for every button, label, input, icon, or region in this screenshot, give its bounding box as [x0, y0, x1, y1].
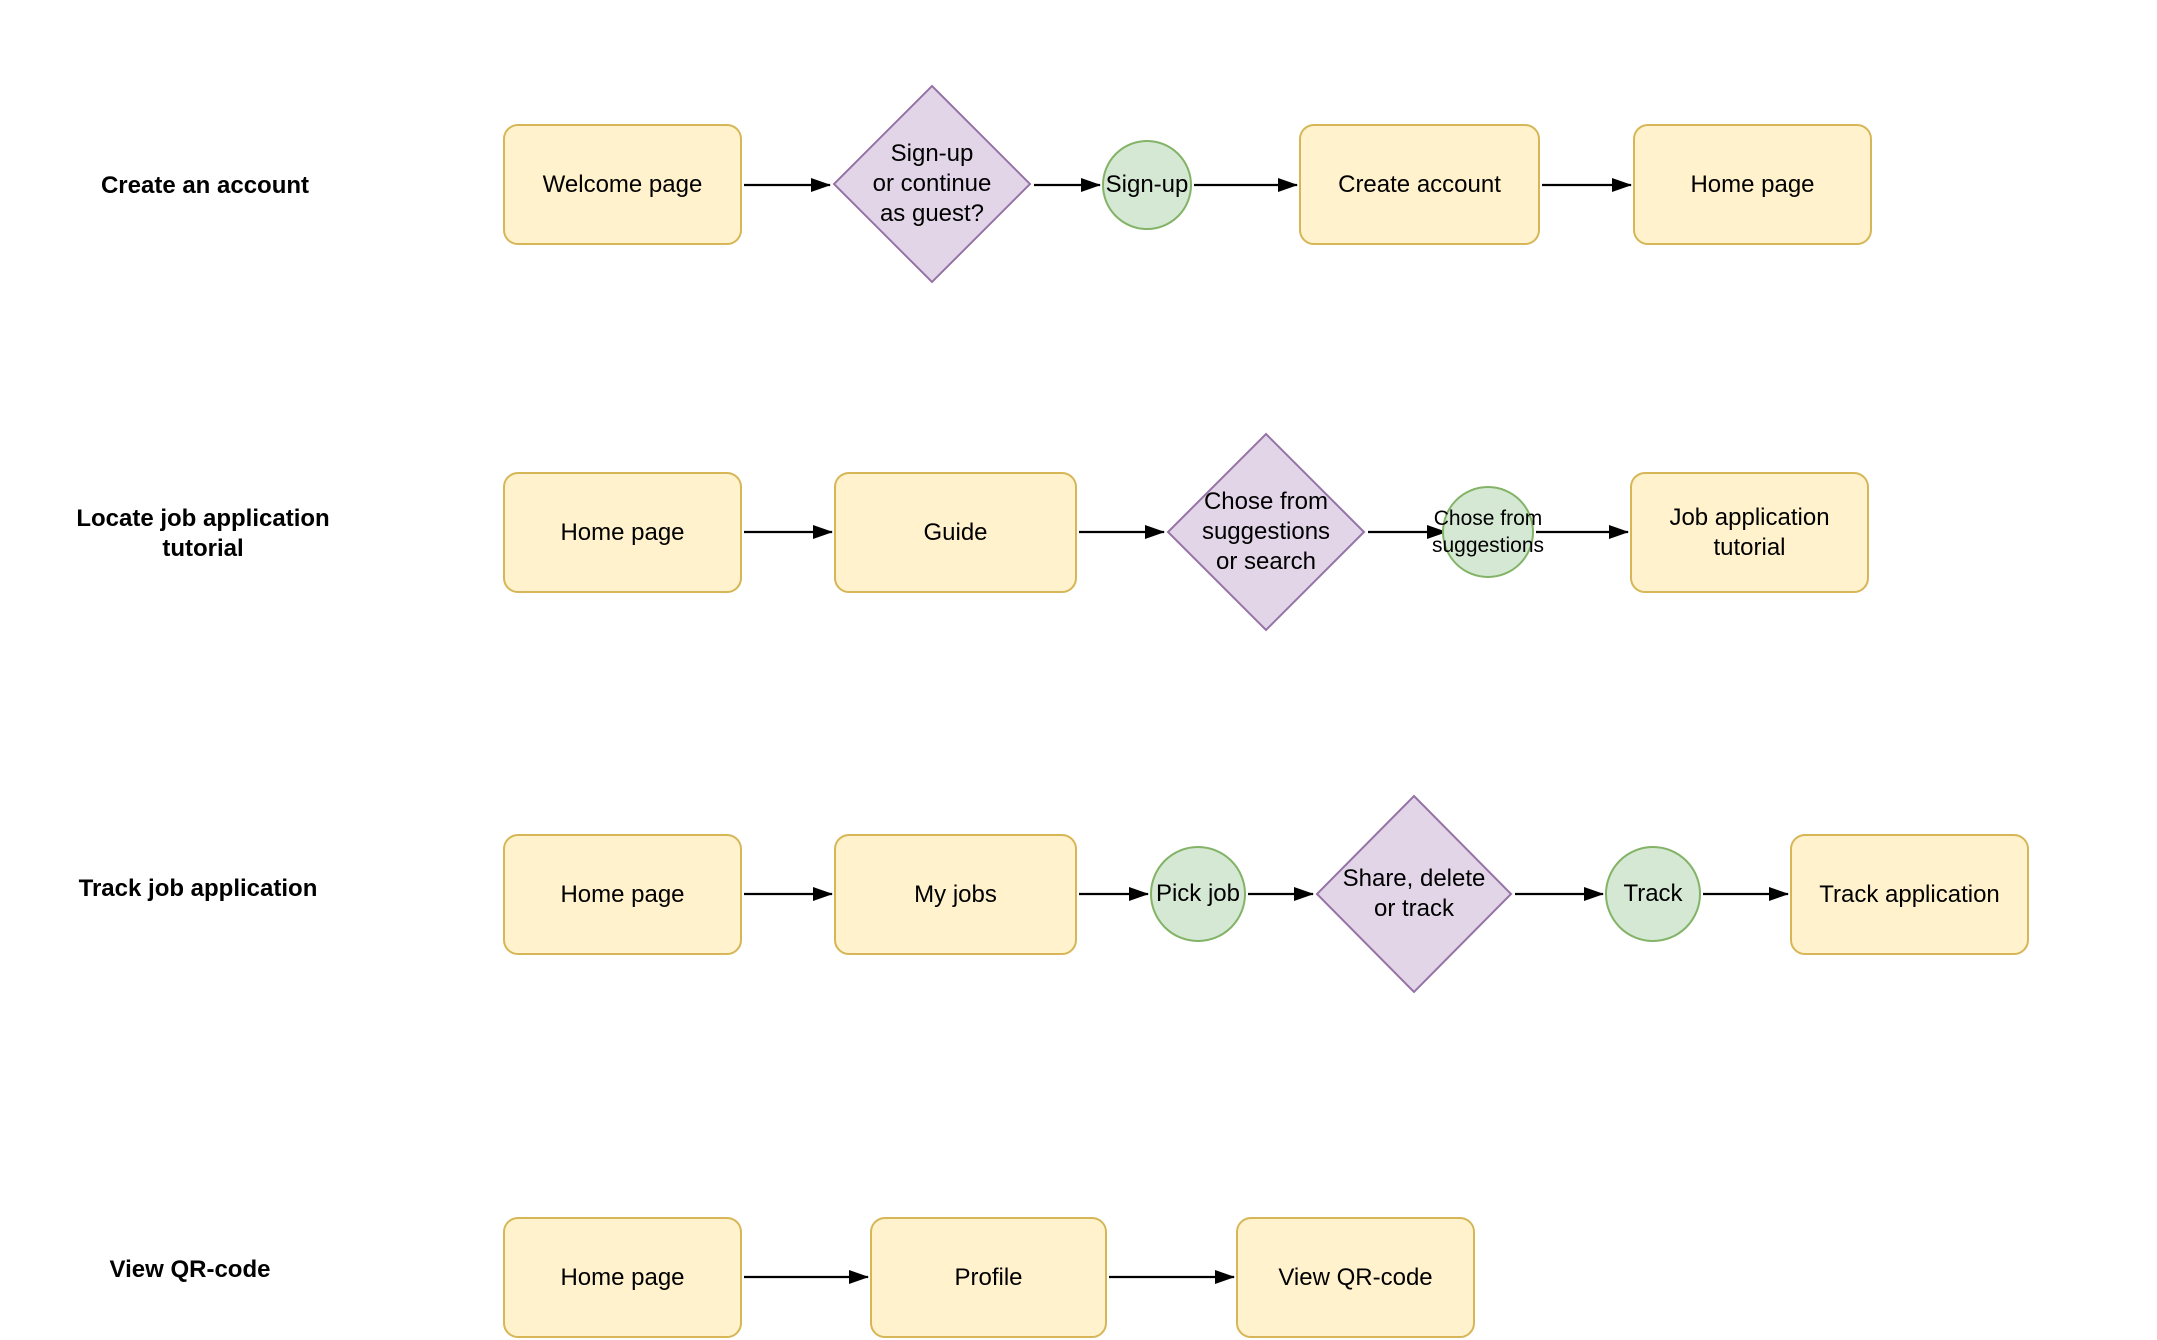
node-home-page: Home page — [503, 1217, 742, 1338]
node-track-application: Track application — [1790, 834, 2029, 955]
node-label: Pick job — [1155, 880, 1241, 907]
node-home-page: Home page — [503, 834, 742, 955]
node-home-page: Home page — [503, 472, 742, 593]
node-welcome-page: Welcome page — [503, 124, 742, 245]
node-label: Home page — [560, 1263, 685, 1291]
node-profile: Profile — [870, 1217, 1107, 1338]
flow-label-track-application: Track job application — [78, 875, 318, 902]
node-my-jobs: My jobs — [834, 834, 1077, 955]
node-label: Track — [1623, 880, 1683, 907]
node-label: Sign-up or continue as guest? — [872, 140, 992, 227]
node-label: Create account — [1338, 170, 1501, 198]
node-label: My jobs — [914, 880, 997, 908]
node-label: Home page — [1690, 170, 1815, 198]
action-signup: Sign-up — [1102, 140, 1192, 230]
node-create-account: Create account — [1299, 124, 1540, 245]
node-label: Chose from suggestions — [1431, 507, 1545, 557]
node-label: Job application tutorial — [1669, 503, 1830, 561]
node-label: Profile — [954, 1263, 1023, 1291]
action-pick-job: Pick job — [1150, 846, 1246, 942]
node-guide: Guide — [834, 472, 1077, 593]
node-view-qr-code: View QR-code — [1236, 1217, 1475, 1338]
diamond-shape — [1166, 432, 1366, 632]
flow-label-locate-tutorial: Locate job application tutorial — [76, 505, 330, 562]
node-label: Track application — [1819, 880, 2000, 908]
diamond-shape — [832, 84, 1032, 284]
diamond-shape — [1315, 794, 1513, 994]
flow-label-create-account: Create an account — [100, 172, 310, 199]
node-label: Welcome page — [542, 170, 703, 198]
node-label: Home page — [560, 518, 685, 546]
node-label: Sign-up — [1105, 171, 1189, 198]
node-label: Guide — [923, 518, 988, 546]
decision-share-delete-track: Share, delete or track — [1315, 794, 1513, 994]
decision-signup-or-guest: Sign-up or continue as guest? — [832, 84, 1032, 284]
action-track: Track — [1605, 846, 1701, 942]
flow-label-view-qr-code: View QR-code — [109, 1256, 271, 1283]
node-home-page: Home page — [1633, 124, 1872, 245]
node-label: Home page — [560, 880, 685, 908]
action-chose-from-suggestions: Chose from suggestions — [1432, 486, 1544, 578]
node-label: Chose from suggestions or search — [1201, 488, 1331, 575]
decision-suggestions-or-search: Chose from suggestions or search — [1166, 432, 1366, 632]
node-job-application-tutorial: Job application tutorial — [1630, 472, 1869, 593]
node-label: View QR-code — [1278, 1263, 1433, 1291]
node-label: Share, delete or track — [1342, 865, 1486, 922]
